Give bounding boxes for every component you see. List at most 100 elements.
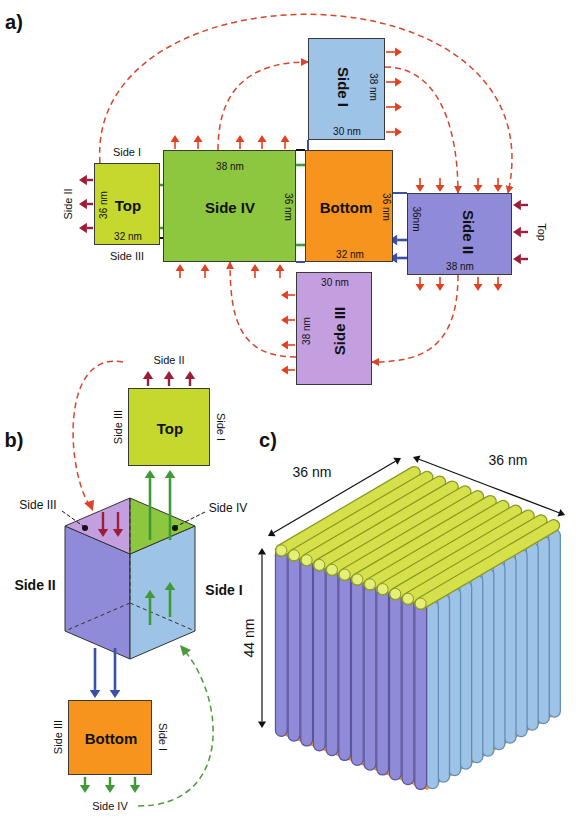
rod-outline (537, 542, 550, 718)
arrow-shaft (439, 277, 441, 284)
rod-outline (421, 526, 554, 604)
side-label: Side I (113, 147, 141, 158)
arrow-shaft (261, 638, 262, 722)
arrow-shaft (149, 478, 152, 540)
rod-outline (426, 607, 439, 783)
net-face: Side IV38 nm36 nm (163, 150, 296, 262)
rod-outline (548, 535, 561, 711)
cube (62, 498, 205, 659)
rod-outline (515, 555, 528, 731)
arrow-shaft (521, 231, 528, 233)
rod (472, 581, 483, 757)
arrow-shaft (147, 379, 149, 386)
panel-letter: a) (5, 12, 23, 32)
rod (427, 607, 438, 783)
arrow-head (436, 284, 445, 291)
dimension: 36 nm (283, 193, 293, 221)
dimension: 38 nm (368, 73, 378, 101)
rod-outline (288, 559, 301, 735)
net-face: Side I38 nm30 nm (308, 38, 385, 140)
arrow-shaft (94, 648, 97, 690)
dimension: 36 nm (381, 193, 391, 221)
arrow-head (281, 291, 288, 300)
hidden-edge (65, 603, 130, 631)
face-name: Side IV (205, 200, 255, 215)
rod-outline (437, 600, 450, 776)
arrow-head (79, 223, 87, 233)
panel-letter: c) (259, 430, 277, 450)
rod-outline (402, 603, 415, 779)
side-label: Side II (63, 188, 74, 219)
small-arrows (79, 48, 528, 793)
rod-end (339, 569, 350, 580)
arrow-head (194, 135, 203, 142)
rod-outline (448, 594, 461, 770)
rod (327, 574, 338, 750)
arrow-head (145, 590, 156, 598)
arrow-head (258, 548, 266, 554)
rod (505, 561, 516, 737)
net-face: Side III30 nm38 nm (296, 272, 372, 385)
rod (494, 568, 505, 744)
rod (516, 555, 527, 731)
rod (276, 554, 287, 730)
rod-outline (300, 564, 313, 740)
rod-outline (275, 554, 288, 730)
net-face: Side II36nm38 nm (407, 193, 512, 275)
joint-line (307, 140, 309, 150)
arrow-shaft (288, 344, 295, 346)
rod-outline (414, 608, 427, 784)
arrow-head (105, 785, 115, 793)
side-label: Side III (53, 720, 64, 754)
arrow-shaft (335, 461, 396, 497)
face-name: Side I (336, 67, 351, 107)
arrow-head (494, 185, 503, 192)
rod-end (276, 545, 287, 556)
arrow-shaft (87, 179, 93, 181)
rod (415, 608, 426, 784)
rod-outline (481, 574, 494, 750)
arrow-head (145, 470, 156, 478)
net-face: Top36 nm32 nm (94, 163, 160, 245)
rod (461, 587, 472, 763)
rod-outline (313, 569, 326, 745)
arrow-head (110, 690, 121, 698)
rod (483, 574, 494, 750)
rod-end (377, 584, 388, 595)
rod-outline (364, 588, 377, 764)
arrow-shaft (261, 554, 262, 638)
arrow-shaft (279, 271, 281, 278)
side-label: Side II (153, 355, 184, 366)
arrow-shaft (149, 598, 152, 625)
arrow-shaft (386, 131, 395, 133)
hidden-edge (130, 498, 131, 603)
fold-connector (385, 67, 458, 193)
joint-line (393, 192, 407, 194)
cube-face-side-iii (65, 498, 130, 554)
arrow-shaft (87, 227, 93, 229)
cube-face-side-iv (130, 498, 195, 554)
side-label: Side IV (92, 801, 127, 812)
rod (365, 588, 376, 764)
dimension: 36nm (411, 206, 421, 231)
fold-connector (230, 262, 296, 357)
arrow-shaft (284, 142, 286, 149)
fold-arrow (73, 361, 123, 506)
rod (403, 603, 414, 779)
rod-end (403, 593, 414, 604)
rod-end (352, 574, 363, 585)
side-label: Top (536, 223, 547, 241)
rod-end (289, 550, 300, 561)
arrow-shaft (168, 379, 170, 386)
rod (408, 521, 541, 599)
rod (352, 583, 363, 759)
rod (421, 526, 554, 604)
arrow-shaft (117, 512, 119, 529)
arrow-shaft (288, 319, 295, 321)
arrow-head (281, 366, 288, 375)
rod-end (327, 564, 338, 575)
face-square: Top (128, 388, 210, 466)
fold-connector (372, 275, 458, 362)
arrow-head (176, 264, 185, 271)
